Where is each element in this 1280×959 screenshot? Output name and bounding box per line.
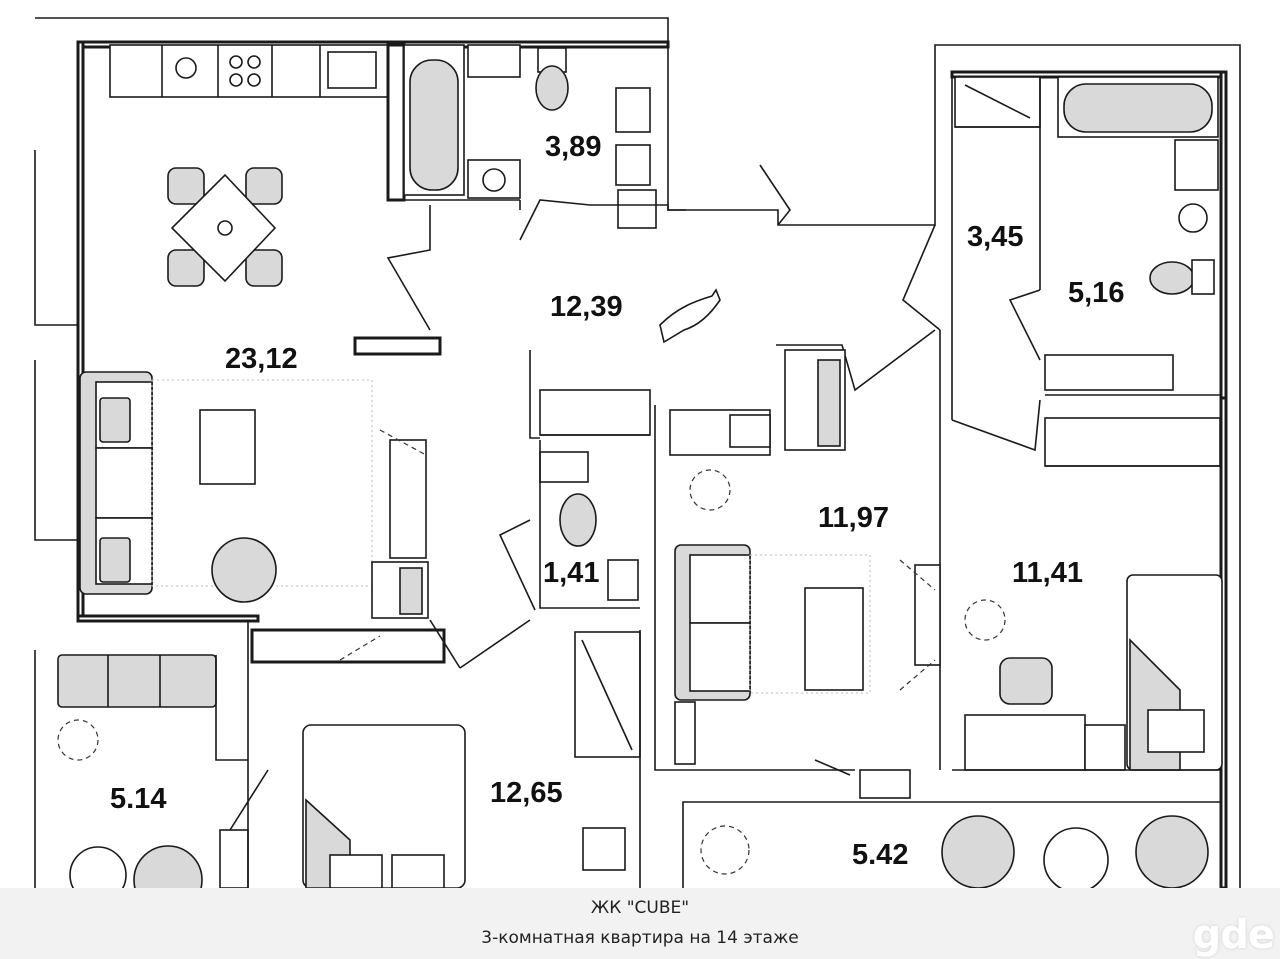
room-area-bathroom-2: 5,16 <box>1068 277 1124 309</box>
caption-footer: ЖК "CUBE" 3-комнатная квартира на 14 эта… <box>0 888 1280 959</box>
residential-complex-name: ЖК "CUBE" <box>590 898 690 918</box>
bedroom-bottom-furniture <box>247 619 641 888</box>
room-area-bedroom-bottom: 12,65 <box>490 777 563 809</box>
room-area-toilet: 1,41 <box>543 557 599 589</box>
room-area-hallway: 12,39 <box>550 291 623 323</box>
room-area-bedroom-right: 11,41 <box>1012 557 1083 589</box>
room-area-bathroom-1: 3,89 <box>545 131 601 163</box>
dining-table <box>167 167 283 287</box>
balcony-left-furniture <box>57 654 269 888</box>
living-room-furniture <box>79 371 373 603</box>
room-area-balcony-left: 5.14 <box>110 783 166 815</box>
apartment-description: 3-комнатная квартира на 14 этаже <box>481 928 799 948</box>
balcony-right-furniture <box>682 769 1221 888</box>
floor-plan: 23,12 3,89 12,39 3,45 5,16 1,41 11,97 11… <box>34 17 1241 888</box>
room-area-wardrobe: 3,45 <box>967 221 1023 253</box>
hallway-walls <box>386 77 953 770</box>
room-area-living-kitchen: 23,12 <box>225 343 298 375</box>
wardrobe-closet <box>954 76 1041 290</box>
bedroom-middle-furniture <box>654 349 941 776</box>
bathroom-1-fixtures <box>386 43 686 229</box>
kitchen-unit <box>109 44 389 98</box>
bedroom-right-furniture <box>951 399 1223 771</box>
plant-icon-group <box>57 469 1006 875</box>
room-area-balcony-right: 5.42 <box>852 839 908 871</box>
cat-icon <box>659 288 721 344</box>
toilet-fixtures <box>498 350 651 611</box>
room-area-bedroom-middle: 11,97 <box>818 502 889 534</box>
watermark-logo: gde <box>1192 912 1275 958</box>
bathroom-2-fixtures <box>1008 76 1221 396</box>
living-room-tv <box>353 336 442 619</box>
